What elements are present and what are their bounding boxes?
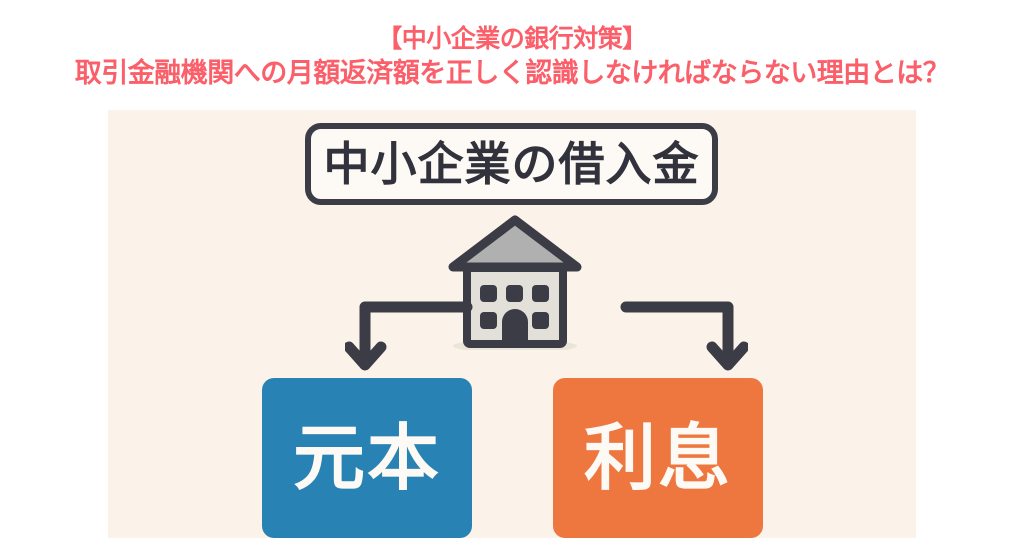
headline-line-2: 取引金融機関への月額返済額を正しく認識しなければならない理由とは？ (74, 57, 950, 89)
illustration-panel: 中小企業の借入金 (108, 110, 916, 538)
headline-line-1: 【中小企業の銀行対策】 (377, 24, 647, 53)
result-box-principal-label: 元本 (292, 416, 441, 500)
loan-label-box: 中小企業の借入金 (305, 123, 718, 205)
house-icon (445, 210, 585, 350)
result-box-interest: 利息 (553, 378, 763, 538)
arrow-down-right (618, 285, 748, 380)
page-headline: 【中小企業の銀行対策】 取引金融機関への月額返済額を正しく認識しなければならない… (0, 22, 1024, 92)
result-box-interest-label: 利息 (583, 416, 732, 500)
loan-label-text: 中小企業の借入金 (323, 137, 700, 191)
result-box-principal: 元本 (262, 378, 472, 538)
arrow-down-left (345, 285, 475, 380)
